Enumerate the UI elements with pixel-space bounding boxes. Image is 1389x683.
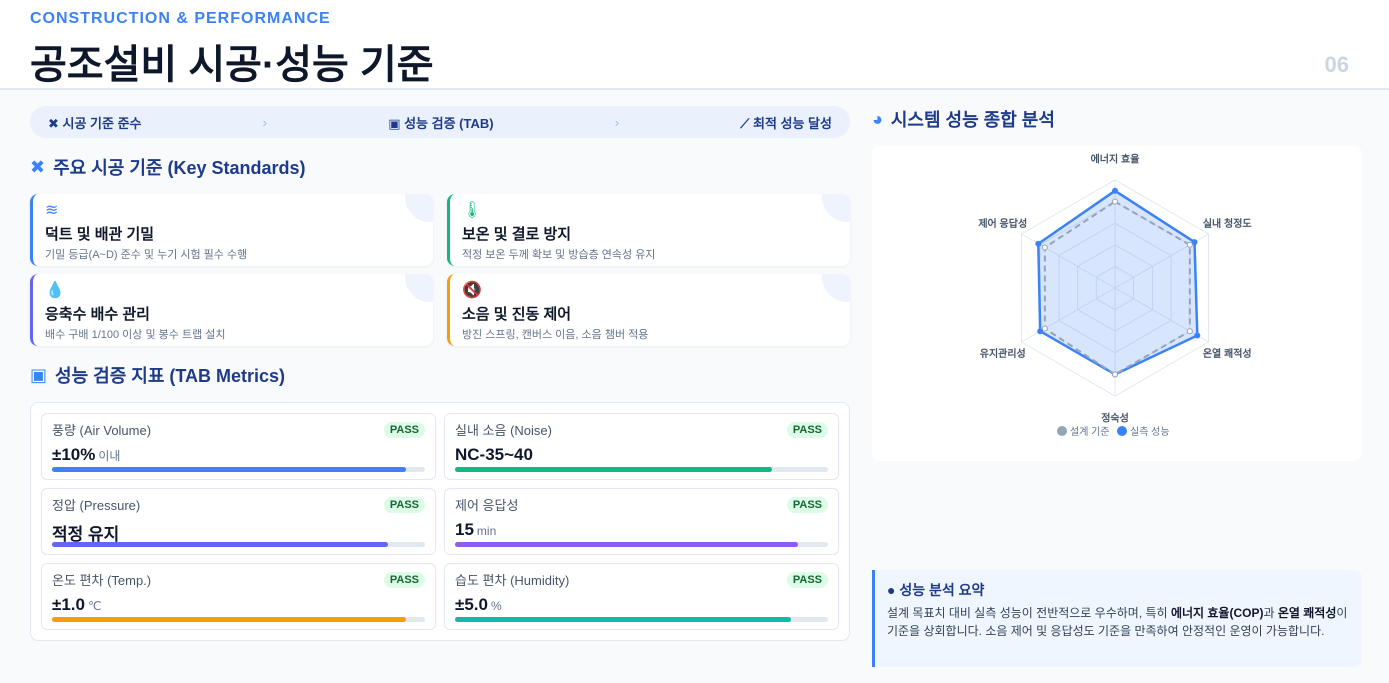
axis-label: 실내 청정도 [1203, 217, 1252, 230]
data-point [1194, 332, 1201, 339]
data-point [1037, 328, 1044, 335]
metric-label: 제어 응답성 [455, 498, 519, 513]
standard-desc: 기밀 등급(A~D) 준수 및 누기 시험 필수 수행 [45, 249, 248, 261]
flow-step: ⟋ 최적 성능 달성 [740, 115, 832, 131]
series-1-area [1037, 189, 1199, 376]
standard-title: 덕트 및 배관 기밀 [45, 226, 155, 243]
metric-progress-bar [455, 542, 828, 547]
legend-label: 설계 기준 [1070, 426, 1110, 438]
legend-marker [1057, 426, 1067, 436]
metric-progress-bar [52, 617, 425, 622]
metric-value: ±5.0% [455, 595, 502, 614]
standard-card: 💧 응축수 배수 관리 배수 구배 1/100 이상 및 봉수 트랩 설치 [30, 274, 433, 346]
eyebrow: CONSTRUCTION & PERFORMANCE [30, 10, 331, 27]
summary-box: ● 성능 분석 요약 설계 목표치 대비 실측 성능이 전반적으로 우수하며, … [872, 570, 1362, 667]
lightbulb-icon: ● [887, 582, 896, 598]
metric-card: 습도 편차 (Humidity) PASS ±5.0% [444, 563, 839, 630]
droplet-icon: 💧 [45, 282, 65, 299]
page-title: 공조설비 시공·성능 기준 [30, 43, 434, 87]
metric-card: 정압 (Pressure) PASS 적정 유지 [41, 488, 436, 555]
page-number: 06 [1324, 52, 1349, 77]
axis-label: 온열 쾌적성 [1203, 347, 1252, 360]
header: CONSTRUCTION & PERFORMANCE 공조설비 시공·성능 기준… [0, 0, 1389, 90]
data-point [1112, 371, 1118, 378]
chevron-right-icon: › [262, 114, 268, 130]
data-point [1112, 187, 1118, 194]
metric-progress-bar [52, 467, 425, 472]
axis-label: 제어 응답성 [978, 217, 1027, 230]
volume-mute-icon: 🔇 [462, 282, 482, 299]
standard-desc: 적정 보온 두께 확보 및 방습층 연속성 유지 [462, 249, 656, 261]
standard-card: 🔇 소음 및 진동 제어 방진 스프링, 캔버스 이음, 소음 챔버 적용 [447, 274, 850, 346]
metric-value: ±10%이내 [52, 445, 121, 464]
data-point [1191, 239, 1198, 246]
flow-step: ▣ 성능 검증 (TAB) [388, 115, 494, 131]
data-point [1035, 240, 1042, 247]
metric-progress-bar [455, 617, 828, 622]
axis-label: 정숙성 [1101, 412, 1129, 425]
summary-title: 성능 분석 요약 [899, 582, 985, 598]
metric-label: 실내 소음 (Noise) [455, 423, 552, 438]
metric-progress-bar [455, 467, 828, 472]
wind-icon: ≋ [45, 202, 59, 219]
data-point [1041, 244, 1048, 251]
pass-badge: PASS [786, 497, 828, 513]
section-title: ▣성능 검증 지표 (TAB Metrics) [30, 364, 286, 387]
temperature-icon: 🌡 [462, 202, 483, 219]
metric-value: ±1.0℃ [52, 595, 102, 614]
legend-marker [1117, 426, 1127, 436]
pass-badge: PASS [383, 572, 425, 588]
chart-line-icon: ⟋ [740, 115, 753, 131]
data-point [1186, 328, 1193, 335]
radar-axis [1021, 287, 1116, 343]
legend-label: 실측 성능 [1130, 426, 1170, 438]
metric-label: 풍량 (Air Volume) [52, 423, 152, 438]
chevron-right-icon: › [614, 114, 620, 130]
data-point [1186, 241, 1193, 248]
standard-title: 응축수 배수 관리 [45, 306, 150, 323]
metric-label: 정압 (Pressure) [52, 498, 141, 513]
pie-chart-icon: ◕ [872, 108, 883, 129]
metric-card: 풍량 (Air Volume) PASS ±10%이내 [41, 413, 436, 480]
data-point [1112, 198, 1118, 205]
radar-axis [1114, 287, 1209, 343]
metric-value: NC-35~40 [455, 445, 533, 464]
standard-card: 🌡 보온 및 결로 방지 적정 보온 두께 확보 및 방습층 연속성 유지 [447, 194, 850, 266]
standard-title: 보온 및 결로 방지 [462, 226, 572, 243]
clipboard-check-icon: ▣ [30, 364, 48, 385]
section-title: ◕시스템 성능 종합 분석 [872, 108, 1055, 131]
standard-desc: 배수 구배 1/100 이상 및 봉수 트랩 설치 [45, 329, 226, 341]
metric-label: 습도 편차 (Humidity) [455, 573, 570, 588]
pass-badge: PASS [786, 422, 828, 438]
metric-value: 적정 유지 [52, 525, 120, 544]
tools-icon: ✖ [30, 156, 46, 177]
metric-label: 온도 편차 (Temp.) [52, 573, 152, 588]
axis-label: 에너지 효율 [1091, 152, 1140, 165]
metric-card: 온도 편차 (Temp.) PASS ±1.0℃ [41, 563, 436, 630]
axis-label: 유지관리성 [980, 347, 1026, 360]
pass-badge: PASS [786, 572, 828, 588]
section-title: ✖주요 시공 기준 (Key Standards) [30, 156, 306, 179]
standard-desc: 방진 스프링, 캔버스 이음, 소음 챔버 적용 [462, 329, 649, 341]
process-flow: ✖ 시공 기준 준수 › ▣ 성능 검증 (TAB) › ⟋ 최적 성능 달성 [30, 106, 850, 138]
pass-badge: PASS [383, 497, 425, 513]
flow-step: ✖ 시공 기준 준수 [48, 115, 142, 131]
standard-card: ≋ 덕트 및 배관 기밀 기밀 등급(A~D) 준수 및 누기 시험 필수 수행 [30, 194, 433, 266]
clipboard-check-icon: ▣ [388, 115, 405, 131]
data-point [1041, 325, 1048, 332]
summary-text: 설계 목표치 대비 실측 성능이 전반적으로 우수하며, 특히 에너지 효율(C… [887, 606, 1348, 638]
pass-badge: PASS [383, 422, 425, 438]
tools-icon: ✖ [48, 115, 63, 131]
metric-card: 실내 소음 (Noise) PASS NC-35~40 [444, 413, 839, 480]
standard-title: 소음 및 진동 제어 [462, 306, 572, 323]
metric-progress-bar [52, 542, 425, 547]
